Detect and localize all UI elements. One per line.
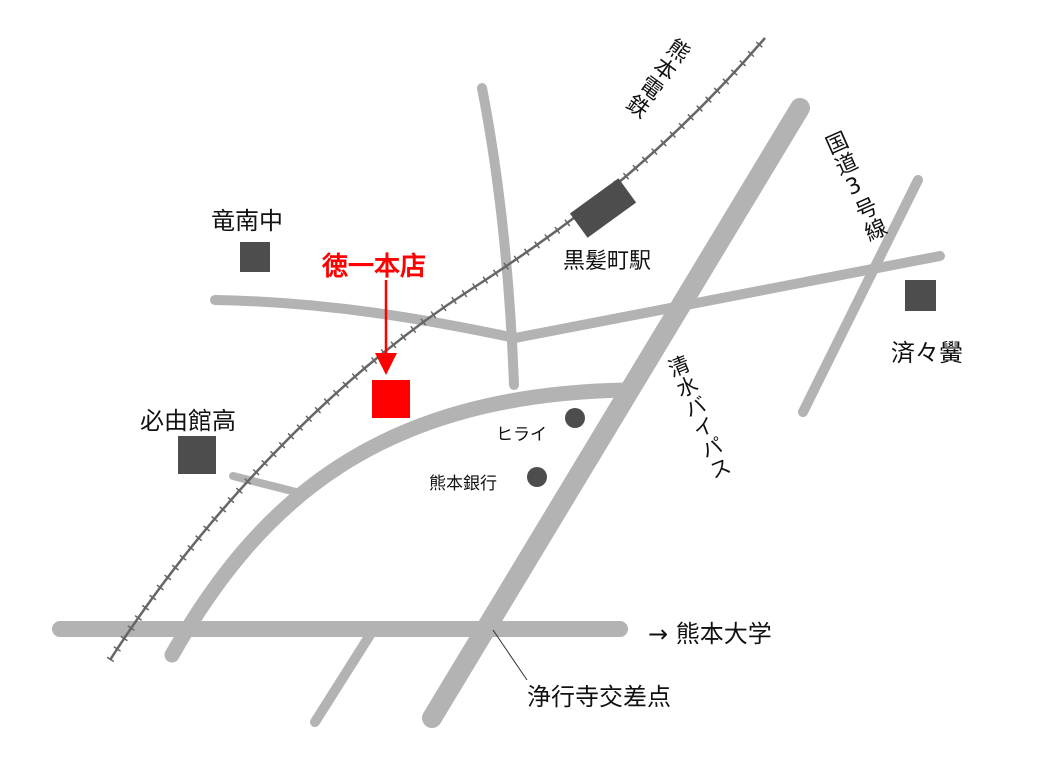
label-hitsuyukan-hs: 必由館高 bbox=[140, 407, 236, 435]
intersection-leader-line bbox=[492, 629, 528, 681]
down-arrow-icon bbox=[375, 353, 397, 375]
road-north-south bbox=[477, 83, 519, 390]
marker-hitsuyukan-hs bbox=[178, 436, 216, 474]
marker-kumamoto-bank bbox=[527, 467, 547, 487]
store-marker[interactable] bbox=[372, 380, 410, 418]
road-east-diagonal bbox=[798, 175, 923, 417]
store-name-label[interactable]: 徳一本店 bbox=[322, 252, 427, 282]
road-south-spur bbox=[310, 630, 375, 727]
marker-hirai bbox=[565, 408, 585, 428]
road-spur-west bbox=[229, 472, 304, 497]
road-upper-west bbox=[210, 295, 520, 343]
label-ryunan-jhs: 竜南中 bbox=[211, 207, 283, 235]
label-hirai: ヒライ bbox=[496, 425, 547, 445]
marker-seiseiko bbox=[905, 280, 936, 311]
road-curve bbox=[164, 382, 633, 663]
railway-line bbox=[108, 37, 766, 661]
label-to-university: → 熊本大学 bbox=[648, 620, 772, 648]
label-station: 黒髪町駅 bbox=[563, 249, 652, 274]
marker-ryunan-jhs bbox=[240, 242, 270, 272]
station-marker bbox=[569, 178, 637, 238]
railway-ties bbox=[106, 35, 769, 663]
label-intersection: 浄行寺交差点 bbox=[527, 683, 671, 711]
label-seiseiko: 済々黌 bbox=[891, 339, 963, 367]
road-route3 bbox=[422, 98, 810, 728]
label-kumamoto-bank: 熊本銀行 bbox=[429, 474, 497, 494]
